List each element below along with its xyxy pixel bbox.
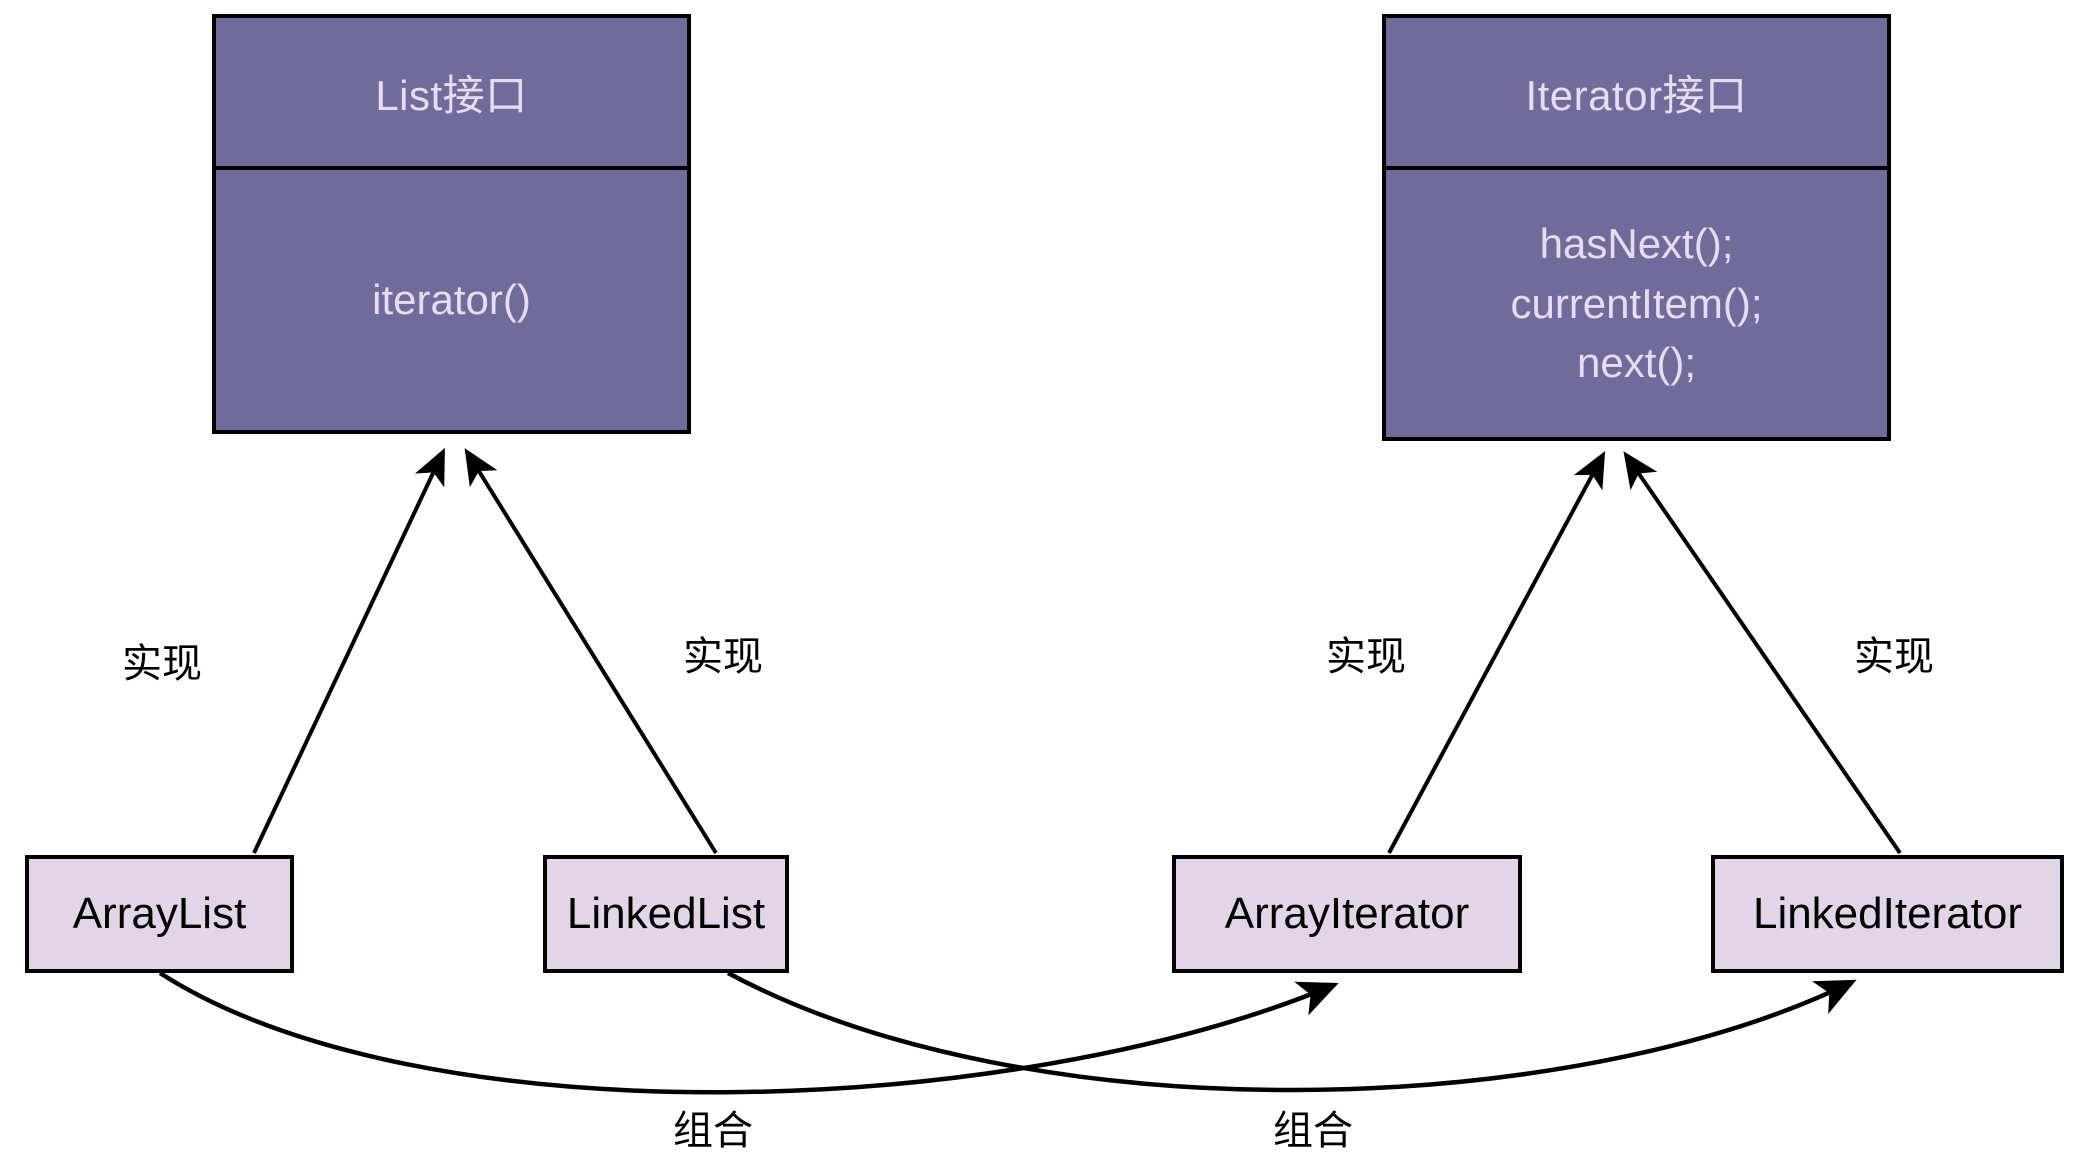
edge-label-arrayiterator-iterator: 实现 <box>1326 635 1406 679</box>
class-box-linkedlist[interactable]: LinkedList <box>543 855 789 973</box>
interface-member: hasNext(); <box>1539 220 1734 268</box>
class-name-label: LinkedIterator <box>1752 889 2023 938</box>
interface-box-list[interactable]: List接口 iterator() <box>212 14 691 434</box>
edge-arraylist-to-list <box>252 447 445 854</box>
edge-linkedlist-to-linkediterator <box>726 971 1857 1093</box>
edge-arrayiterator-to-iterator <box>1387 451 1606 854</box>
interface-member: currentItem(); <box>1510 279 1763 327</box>
class-name-label: LinkedList <box>566 889 766 938</box>
edge-linkedlist-to-list <box>464 448 718 855</box>
interface-member: iterator() <box>372 276 531 324</box>
class-box-arraylist[interactable]: ArrayList <box>25 855 294 973</box>
interface-members-list: iterator() <box>216 170 687 430</box>
edge-label-arraylist-list: 实现 <box>122 642 202 686</box>
class-box-linkediterator[interactable]: LinkedIterator <box>1711 855 2064 973</box>
interface-title-iterator: Iterator接口 <box>1386 18 1887 170</box>
edge-label-arraylist-arrayiterator: 组合 <box>673 1109 753 1153</box>
interface-members-iterator: hasNext(); currentItem(); next(); <box>1386 170 1887 437</box>
edge-label-linkediterator-iterator: 实现 <box>1854 635 1934 679</box>
class-box-arrayiterator[interactable]: ArrayIterator <box>1172 855 1522 973</box>
class-name-label: ArrayList <box>72 889 247 938</box>
interface-box-iterator[interactable]: Iterator接口 hasNext(); currentItem(); nex… <box>1382 14 1891 441</box>
interface-title-list: List接口 <box>216 18 687 170</box>
edge-label-linkedlist-linkediterator: 组合 <box>1273 1109 1353 1153</box>
edge-label-linkedlist-list: 实现 <box>683 635 763 679</box>
interface-member: next(); <box>1576 339 1697 387</box>
class-name-label: ArrayIterator <box>1224 889 1470 938</box>
edge-arraylist-to-arrayiterator <box>158 971 1339 1095</box>
